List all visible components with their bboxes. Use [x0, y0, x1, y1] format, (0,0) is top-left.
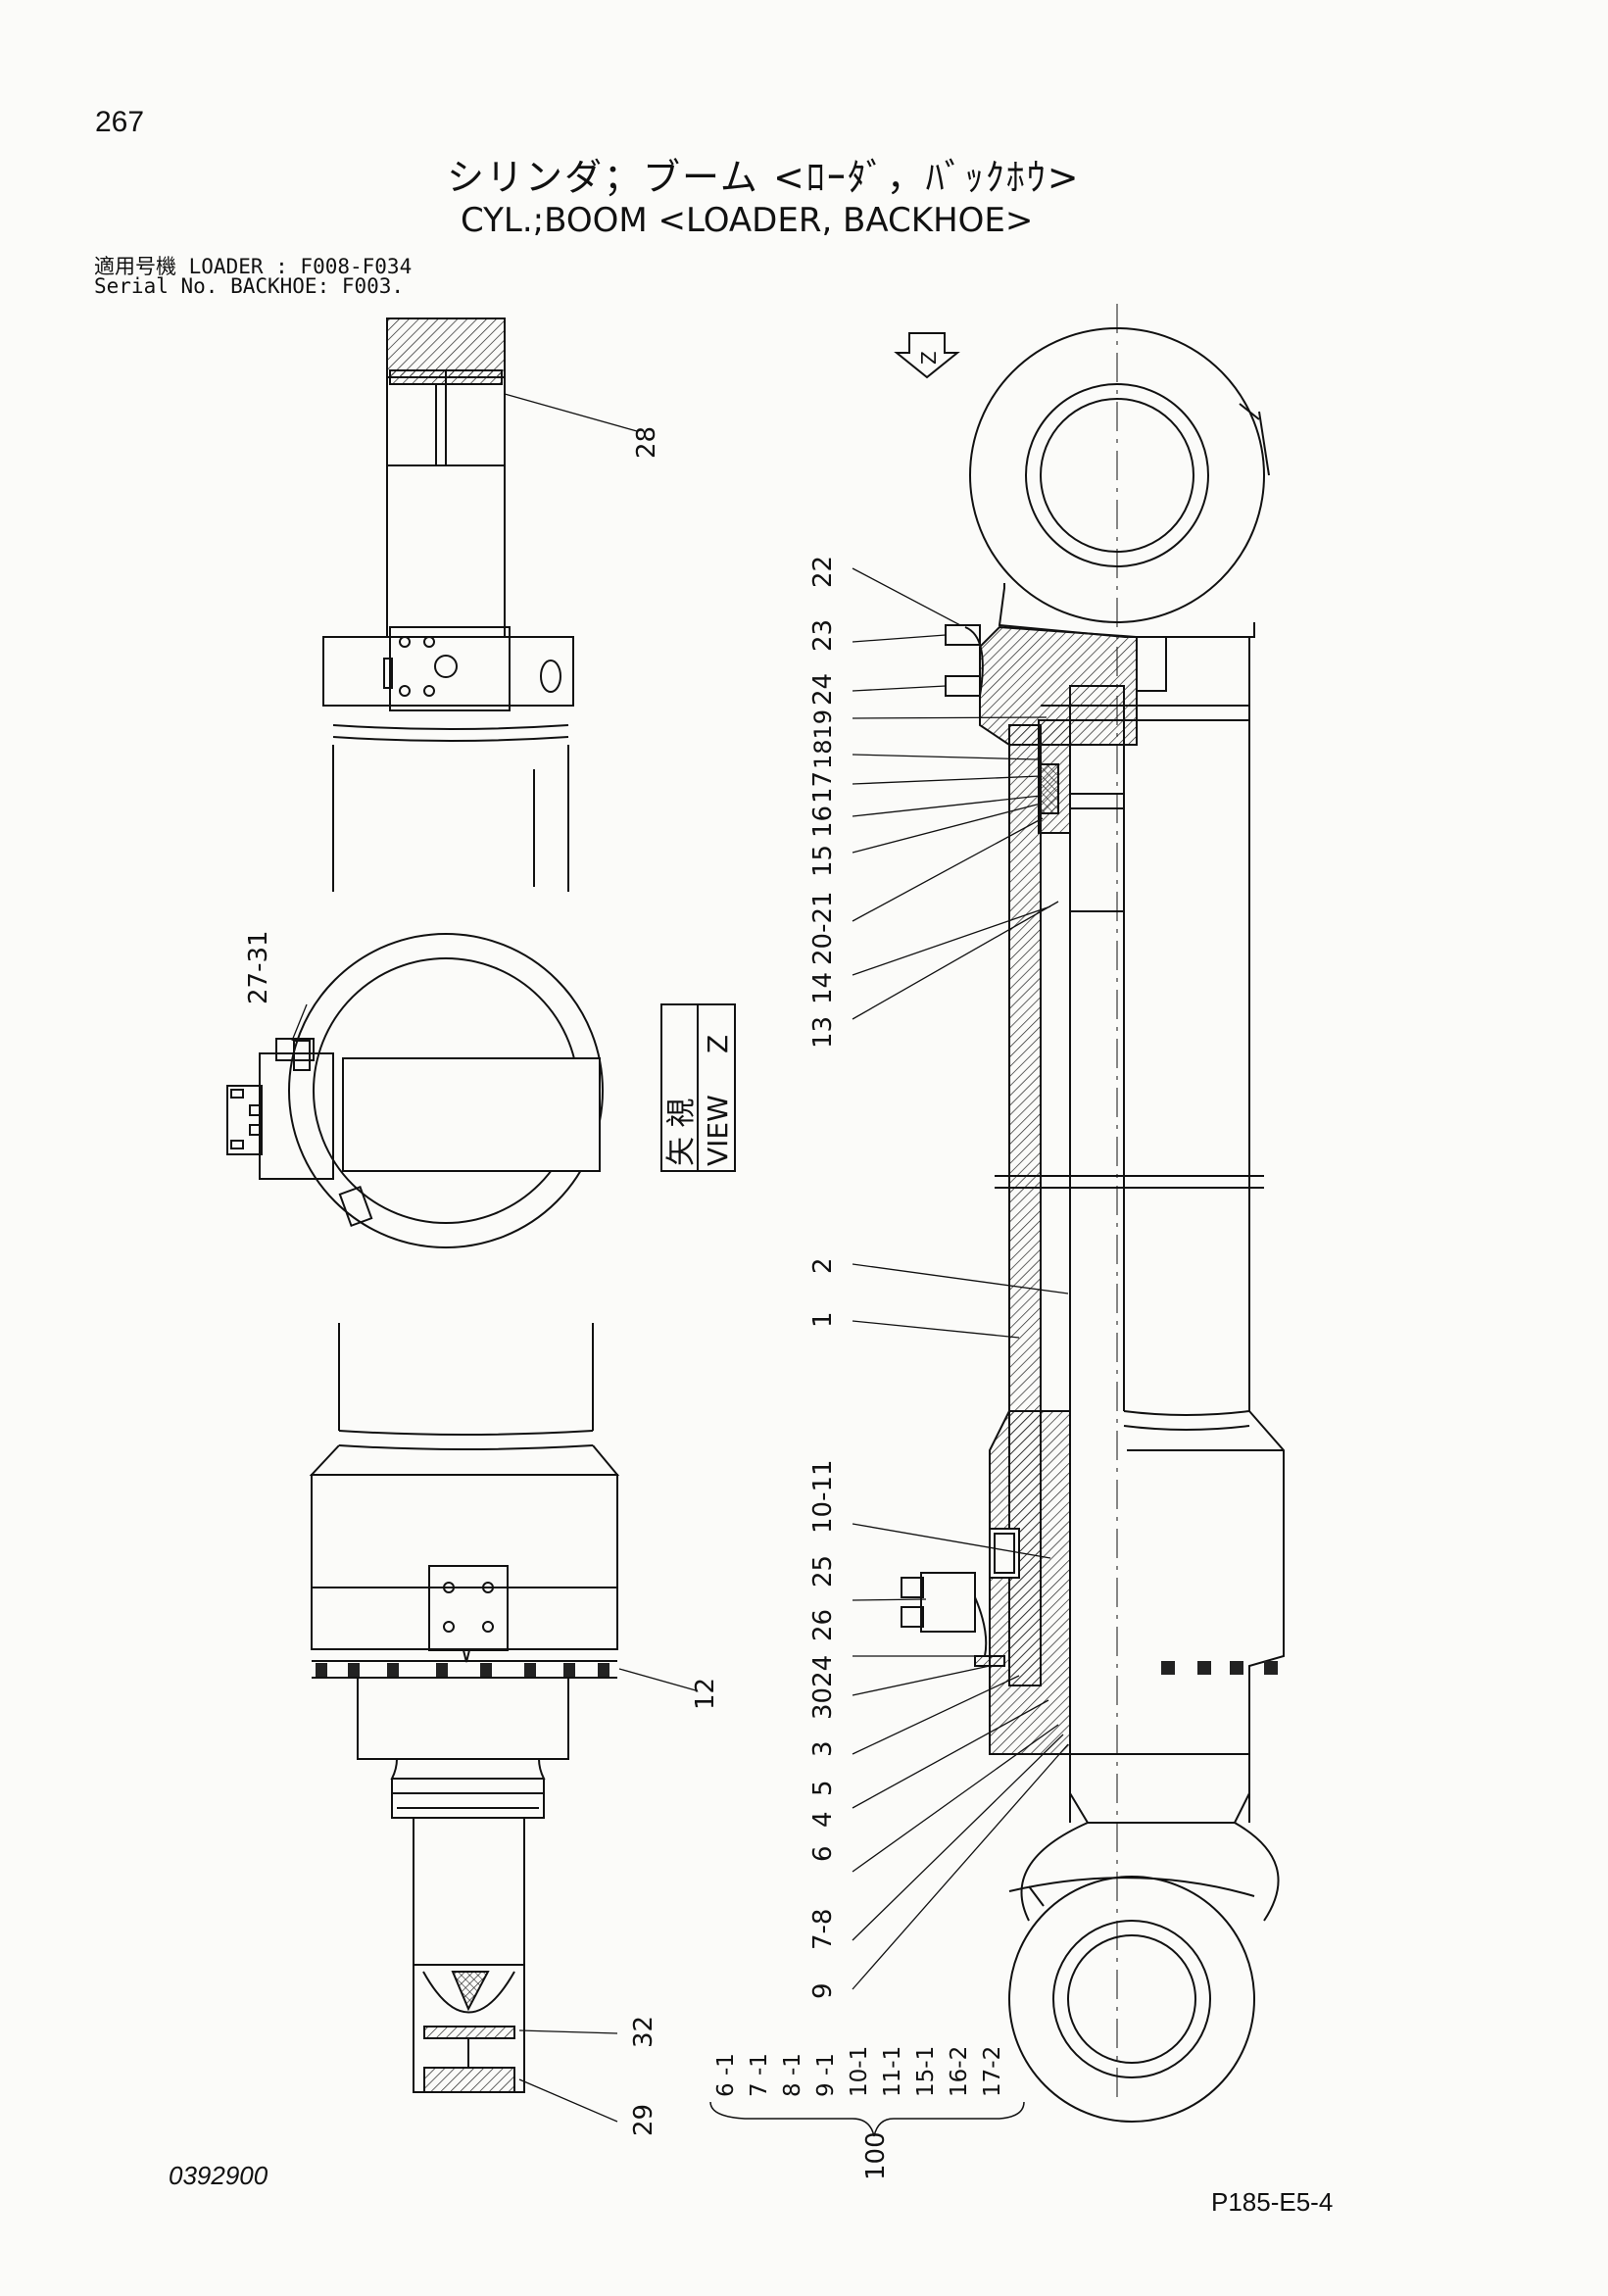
kit-item: 16-2 [947, 2046, 972, 2097]
callout-26: 26 [808, 1609, 838, 1641]
page-code: P185-E5-4 [1211, 2187, 1334, 2217]
applicable-serial-backhoe: Serial No. BACKHOE: F003. [94, 274, 405, 298]
callout-17: 17 [808, 771, 838, 804]
callout-9: 9 [808, 1982, 838, 1999]
callout-2: 2 [808, 1257, 838, 1274]
callout-5: 5 [808, 1780, 838, 1796]
callout-30-24: 3024 [808, 1655, 838, 1720]
kit-brace [709, 2101, 1025, 2137]
left-middle-view-z [226, 933, 604, 1248]
callout-16: 16 [808, 806, 838, 838]
callout-28: 28 [632, 426, 661, 459]
view-arrow-letter: Z [917, 351, 941, 365]
callout-leaders [291, 393, 1069, 2123]
callout-32: 32 [629, 2016, 658, 2048]
callout-7-8: 7-8 [808, 1909, 838, 1950]
view-label-letter: Z [702, 1035, 734, 1053]
callout-24-upper: 24 [808, 673, 838, 706]
callout-18-19: 1819 [809, 709, 837, 769]
main-cylinder-section [901, 304, 1285, 2123]
callout-27-31: 27-31 [244, 930, 273, 1004]
callout-20-21: 20-21 [808, 891, 838, 965]
view-label-japanese: 矢 視 [664, 1098, 699, 1166]
callout-6: 6 [808, 1845, 838, 1862]
callout-4: 4 [808, 1811, 838, 1828]
callout-3: 3 [808, 1740, 838, 1757]
callout-22: 22 [808, 556, 838, 588]
callout-13: 13 [808, 1016, 838, 1049]
view-label-english: VIEW [702, 1095, 734, 1166]
kit-item: 9 -1 [813, 2053, 839, 2097]
left-bottom-rod-view [309, 1323, 620, 2093]
kit-item: 10-1 [847, 2046, 872, 2097]
kit-item: 11-1 [880, 2046, 905, 2097]
callout-15: 15 [808, 845, 838, 877]
kit-item: 8 -1 [780, 2053, 805, 2097]
kit-item: 6 -1 [713, 2053, 739, 2097]
title-japanese: シリンダ；ブーム <ﾛｰﾀﾞ，ﾊﾞｯｸﾎｳ> [447, 156, 1081, 199]
callout-10-11: 10-11 [808, 1459, 838, 1534]
callout-29: 29 [629, 2104, 658, 2136]
kit-label: 100 [861, 2131, 891, 2180]
callout-14: 14 [808, 972, 838, 1004]
callout-25: 25 [808, 1555, 838, 1588]
document-number: 0392900 [169, 2161, 268, 2190]
view-z-arrow [894, 332, 960, 379]
view-z-box [660, 1003, 736, 1172]
title-english: CYL.;BOOM <LOADER, BACKHOE> [461, 201, 1034, 240]
kit-item: 17-2 [980, 2046, 1005, 2097]
applicable-serial-loader: 適用号機 LOADER : F008-F034 [94, 255, 413, 278]
kit-item: 7 -1 [747, 2053, 772, 2097]
callout-23: 23 [808, 619, 838, 652]
callout-12: 12 [691, 1678, 720, 1710]
left-top-head-view [322, 318, 574, 892]
page-number: 267 [95, 106, 145, 138]
callout-1: 1 [808, 1311, 838, 1328]
kit-item: 15-1 [913, 2046, 939, 2097]
